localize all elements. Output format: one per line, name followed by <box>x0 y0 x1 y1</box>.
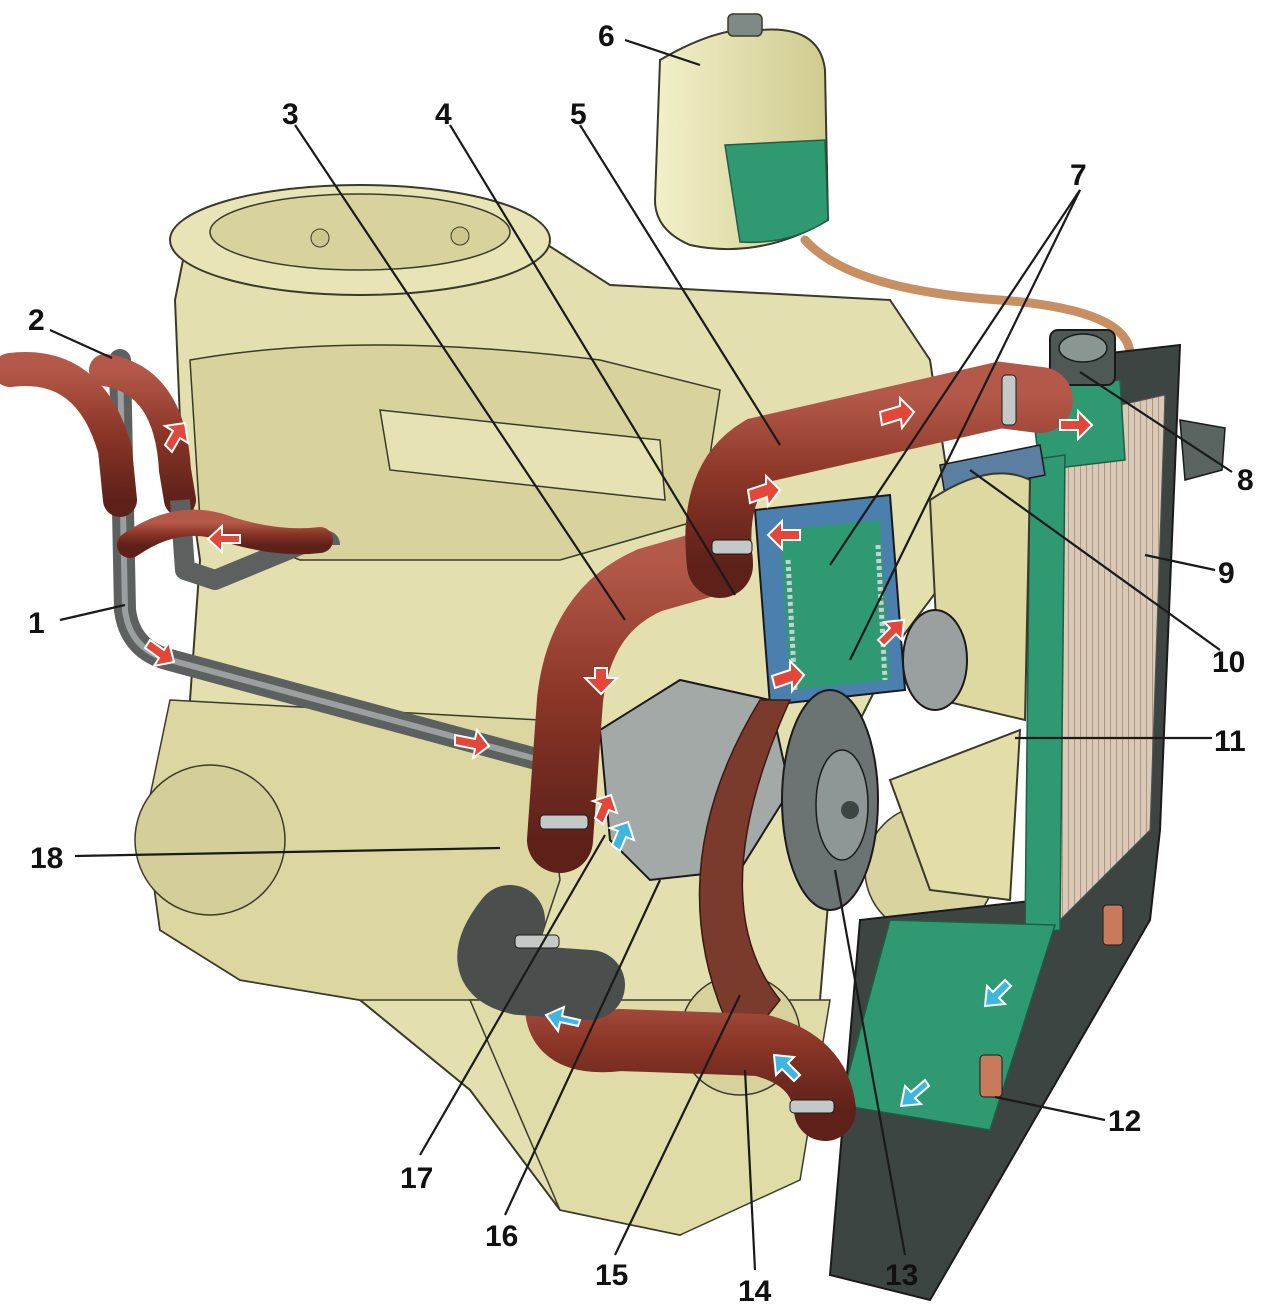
radiator-bracket <box>1179 419 1226 481</box>
callout-3: 3 <box>282 98 299 131</box>
intake-pipe <box>379 409 666 501</box>
hot-flow-arrow-icon <box>454 727 491 761</box>
leader-line-12 <box>994 1095 1106 1122</box>
hose-clamp <box>711 539 753 555</box>
hose-clamp <box>539 814 589 830</box>
flywheel-housing <box>134 764 286 916</box>
callout-1: 1 <box>28 607 45 640</box>
hot-flow-arrow-icon <box>766 518 801 552</box>
heater-hose-left <box>0 352 137 517</box>
leader-line-18 <box>74 846 501 858</box>
leader-line-13 <box>833 869 907 1256</box>
hot-flow-arrow-icon <box>143 638 176 668</box>
cold-flow-arrow-icon <box>607 820 636 853</box>
hot-flow-arrow-icon <box>876 618 906 648</box>
heater-hose-right <box>89 354 196 516</box>
hot-flow-arrow-icon <box>746 473 782 509</box>
leader-lines <box>49 38 1233 1271</box>
leader-line-8 <box>1079 371 1233 473</box>
hot-flow-arrow-icon <box>162 421 190 454</box>
heater-small-hose <box>117 509 333 558</box>
leader-line-5 <box>579 124 781 446</box>
callout-5: 5 <box>570 98 587 131</box>
pump-pulley-inner <box>815 749 869 861</box>
callout-8: 8 <box>1237 464 1254 497</box>
cooling-fan <box>888 472 1032 902</box>
radiator <box>828 329 1226 1302</box>
pump-inlet-hose <box>457 885 625 1020</box>
cold-flow-arrow-icon <box>899 1078 931 1108</box>
callout-17: 17 <box>400 1162 433 1195</box>
callout-labels: 1 2 3 4 5 6 7 8 9 10 11 12 13 14 15 16 1… <box>28 20 1254 1307</box>
callout-15: 15 <box>595 1259 628 1292</box>
hose-clamp <box>789 1099 835 1114</box>
leader-line-10 <box>969 469 1221 651</box>
thermostat-coolant <box>780 520 890 690</box>
tank-overflow-hose <box>800 235 1135 360</box>
hot-flow-arrow-icon <box>206 523 241 555</box>
radiator-cap <box>1058 333 1108 363</box>
hose-clamp <box>1001 374 1017 426</box>
callout-16: 16 <box>485 1220 518 1253</box>
leader-line-7b <box>849 189 1081 661</box>
leader-line-2 <box>49 328 113 360</box>
leader-line-17 <box>419 834 606 1156</box>
hose-clamp <box>514 934 560 949</box>
leader-line-3 <box>294 124 626 621</box>
leader-line-15 <box>614 994 741 1256</box>
callout-7: 7 <box>1070 159 1087 192</box>
leader-line-4 <box>449 124 736 596</box>
hot-flow-arrow-icon <box>582 667 620 696</box>
hot-flow-arrow-icon <box>590 793 619 826</box>
callout-18: 18 <box>30 842 63 875</box>
fan-blade-bottom <box>888 728 1022 902</box>
cold-flow-arrow-icon <box>772 1053 802 1083</box>
radiator-mount <box>979 1054 1003 1098</box>
radiator-inner-channel <box>1024 454 1066 936</box>
pump-hub-bolt <box>841 801 859 819</box>
cold-flow-arrow-icon <box>983 978 1013 1008</box>
callout-9: 9 <box>1218 557 1235 590</box>
hot-flow-arrow-icon <box>770 658 806 694</box>
leader-line-1 <box>59 603 126 622</box>
callout-10: 10 <box>1212 646 1245 679</box>
thermostat-spring <box>875 544 888 681</box>
tank-coolant <box>724 139 829 244</box>
tank-cap <box>727 13 763 37</box>
leader-line-9 <box>1144 553 1216 572</box>
callout-12: 12 <box>1108 1105 1141 1138</box>
radiator-mount <box>1102 904 1124 946</box>
callout-6: 6 <box>598 20 615 53</box>
expansion-tank <box>653 13 1135 360</box>
callout-14: 14 <box>738 1275 772 1307</box>
leader-line-14 <box>743 1069 757 1271</box>
cold-flow-arrow-icon <box>544 1005 582 1034</box>
leader-line-7a <box>829 189 1081 566</box>
hot-flow-arrow-icon <box>1059 408 1094 442</box>
callout-13: 13 <box>885 1259 918 1292</box>
hot-flow-arrow-icon <box>878 395 916 431</box>
leader-line-16 <box>504 879 661 1216</box>
fan-hub <box>902 609 968 711</box>
callout-11: 11 <box>1214 725 1246 758</box>
filter-nut <box>310 228 330 248</box>
filter-nut <box>450 226 470 246</box>
callout-4: 4 <box>435 98 452 131</box>
bypass-hose <box>527 527 753 873</box>
callout-2: 2 <box>28 304 45 337</box>
air-filter-cover <box>209 193 511 271</box>
flow-arrows <box>143 395 1094 1108</box>
leader-line-6 <box>624 38 701 67</box>
